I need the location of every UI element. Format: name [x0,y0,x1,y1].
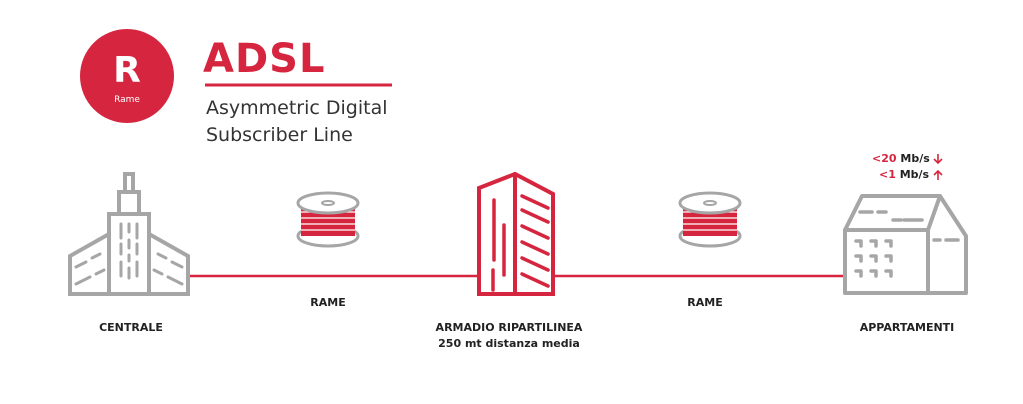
arrow-up-icon [933,169,943,180]
centrale-label: CENTRALE [99,321,163,334]
copper-spool-icon [678,191,742,248]
appartamenti-label: APPARTAMENTI [859,321,955,334]
upload-speed: <1 Mb/s [879,168,929,181]
subtitle-line-2: Subscriber Line [206,124,353,146]
armadio-distance-label: 250 mt distanza media [438,337,580,350]
apartment-building-icon [843,194,968,295]
logo-circle [80,29,174,123]
logo-caption: Rame [114,95,140,105]
cable-label-2: RAME [687,296,723,309]
download-speed: <20 Mb/s [872,152,930,165]
street-cabinet-building-icon [477,171,555,296]
subtitle-line-1: Asymmetric Digital [206,97,388,119]
arrow-down-icon [933,154,943,165]
download-speed-unit: Mb/s [900,152,930,165]
download-speed-value: <20 [872,152,897,165]
page-title: ADSL [203,36,326,82]
cable-label-1: RAME [310,296,346,309]
upload-speed-unit: Mb/s [899,168,930,181]
logo-letter: R [113,50,141,91]
copper-spool-icon [296,191,360,248]
central-office-icon [68,172,190,296]
upload-speed-value: <1 [879,168,896,181]
armadio-label: ARMADIO RIPARTILINEA [435,321,583,334]
